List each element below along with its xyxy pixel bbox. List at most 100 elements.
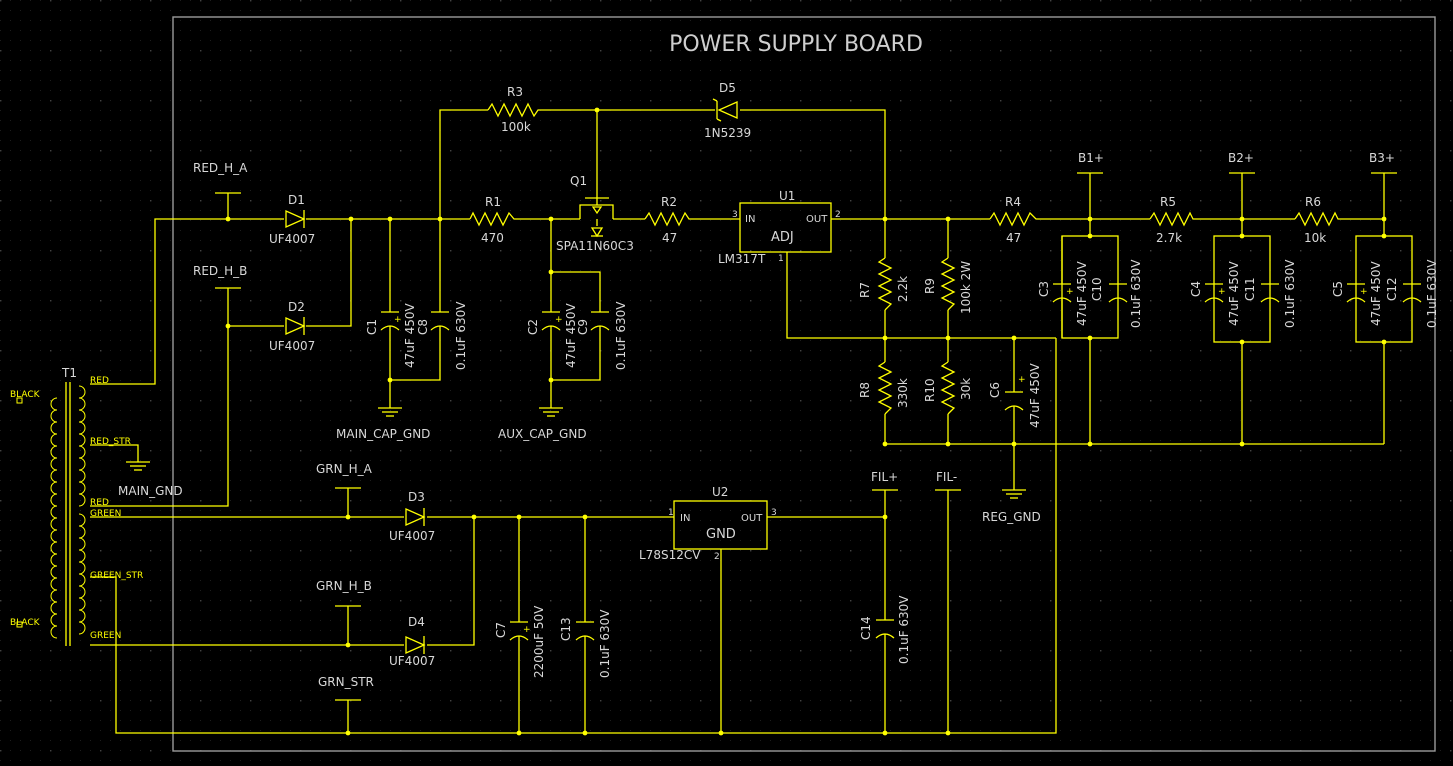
d1-ref: D1 [288, 193, 305, 207]
c2-value: 47uF 450V [564, 303, 578, 368]
regulator-u2[interactable]: IN OUT GND 1 3 2 U2 L78S12CV [639, 485, 777, 562]
ground-main-cap[interactable] [378, 407, 402, 417]
net-b3-plus: B3+ [1369, 151, 1395, 165]
r8-ref: R8 [858, 382, 872, 398]
t1-primary-black-1: BLACK [10, 390, 41, 400]
r9-value: 100k 2W [959, 261, 973, 314]
net-fil-plus: FIL+ [871, 470, 898, 484]
resistor-r10[interactable]: R10 30k [923, 361, 973, 415]
c13-value: 0.1uF 630V [598, 609, 612, 678]
r10-value: 30k [959, 378, 973, 400]
capacitor-c3[interactable]: + C3 47uF 450V [1037, 236, 1089, 338]
d4-value: UF4007 [389, 654, 435, 668]
capacitor-c8[interactable]: C8 0.1uF 630V [416, 301, 468, 370]
capacitor-c2[interactable]: + C2 47uF 450V [526, 303, 578, 368]
c11-ref: C11 [1243, 277, 1257, 301]
d3-value: UF4007 [389, 529, 435, 543]
net-main-cap-gnd: MAIN_CAP_GND [336, 427, 430, 441]
r3-value: 100k [501, 120, 531, 134]
resistor-r1[interactable]: R1 470 [469, 195, 517, 245]
r1-value: 470 [481, 231, 504, 245]
t1-pin-red-str: RED_STR [90, 437, 131, 447]
c5-value: 47uF 450V [1369, 261, 1383, 326]
resistor-r8[interactable]: R8 330k [858, 361, 910, 415]
resistor-r3[interactable]: R3 100k [487, 85, 542, 134]
r4-value: 47 [1006, 231, 1021, 245]
c5-polarity: + [1360, 287, 1368, 297]
c9-value: 0.1uF 630V [614, 301, 628, 370]
r4-ref: R4 [1005, 195, 1021, 209]
ground-aux-cap[interactable] [539, 407, 563, 417]
resistor-r9[interactable]: R9 100k 2W [923, 257, 973, 314]
t1-primary-terminal-2 [16, 621, 23, 628]
diode-d5[interactable]: D5 1N5239 [704, 81, 751, 140]
r6-ref: R6 [1305, 195, 1321, 209]
net-grn-h-b: GRN_H_B [316, 579, 372, 593]
capacitor-c12[interactable]: C12 0.1uF 630V [1385, 259, 1439, 328]
u2-pin-out: 3 [771, 508, 777, 518]
diode-d2[interactable]: D2 UF4007 [269, 300, 315, 353]
resistor-r7[interactable]: R7 2.2k [858, 257, 910, 311]
t1-pin-red-2: RED [90, 498, 109, 508]
resistor-r4[interactable]: R4 47 [989, 195, 1040, 245]
capacitor-c13[interactable]: C13 0.1uF 630V [559, 609, 612, 678]
capacitor-c5[interactable]: + C5 47uF 450V [1331, 261, 1383, 326]
r3-ref: R3 [507, 85, 523, 99]
c7-polarity: + [523, 625, 531, 635]
t1-pin-green-str: GREEN_STR [90, 571, 143, 581]
d2-value: UF4007 [269, 339, 315, 353]
u2-gnd-label: GND [706, 527, 736, 542]
u2-ref: U2 [712, 485, 728, 499]
u2-pin-gnd: 2 [714, 552, 720, 562]
capacitor-c9[interactable]: C9 0.1uF 630V [576, 301, 628, 370]
c5-ref: C5 [1331, 281, 1345, 297]
ground-main[interactable] [126, 461, 150, 471]
capacitor-c14[interactable]: C14 0.1uF 630V [859, 595, 911, 664]
u1-adj-label: ADJ [771, 230, 794, 245]
c2-polarity: + [555, 315, 563, 325]
r6-value: 10k [1304, 231, 1326, 245]
r5-value: 2.7k [1156, 231, 1182, 245]
c10-ref: C10 [1090, 277, 1104, 301]
t1-primary-black-2: BLACK [10, 618, 41, 628]
c4-polarity: + [1218, 287, 1226, 297]
capacitor-c10[interactable]: C10 0.1uF 630V [1090, 259, 1143, 328]
mosfet-q1[interactable]: Q1 SPA11N60C3 [556, 174, 634, 253]
capacitor-c4[interactable]: + C4 47uF 450V [1189, 261, 1241, 326]
diode-d4[interactable]: D4 UF4007 [389, 615, 435, 668]
secondary-winding-red [78, 385, 86, 507]
capacitor-c1[interactable]: + C1 47uF 450V [365, 303, 417, 368]
transformer-t1[interactable]: T1 RED RED_STR RED GREEN GREEN_STR GREEN… [10, 366, 143, 646]
net-reg-gnd: REG_GND [982, 510, 1041, 524]
c7-value: 2200uF 50V [532, 605, 546, 678]
net-main-gnd: MAIN_GND [118, 484, 183, 498]
ground-reg[interactable] [1002, 489, 1026, 499]
u1-in-label: IN [745, 214, 755, 225]
u1-pin-out: 2 [835, 210, 841, 220]
capacitor-c11[interactable]: C11 0.1uF 630V [1243, 259, 1297, 328]
regulator-u1[interactable]: IN OUT ADJ 3 2 1 U1 LM317T [718, 189, 841, 266]
resistor-r2[interactable]: R2 47 [644, 195, 692, 245]
c8-value: 0.1uF 630V [454, 301, 468, 370]
u1-pin-in: 3 [732, 210, 738, 220]
u1-value: LM317T [718, 252, 766, 266]
c1-value: 47uF 450V [403, 303, 417, 368]
diode-d3[interactable]: D3 UF4007 [389, 490, 435, 543]
r7-value: 2.2k [896, 276, 910, 302]
c1-ref: C1 [365, 319, 379, 335]
c2-ref: C2 [526, 319, 540, 335]
net-fil-minus: FIL- [936, 470, 957, 484]
c3-ref: C3 [1037, 281, 1051, 297]
r5-ref: R5 [1160, 195, 1176, 209]
capacitor-c7[interactable]: + C7 2200uF 50V [494, 605, 546, 678]
capacitor-c6[interactable]: + C6 47uF 450V [988, 363, 1042, 428]
net-red-h-a: RED_H_A [193, 161, 248, 175]
c3-polarity: + [1066, 287, 1074, 297]
r1-ref: R1 [485, 195, 501, 209]
resistor-r6[interactable]: R6 10k [1294, 195, 1340, 245]
diode-d1[interactable]: D1 UF4007 [269, 193, 315, 246]
secondary-winding-green [78, 513, 86, 635]
resistor-r5[interactable]: R5 2.7k [1149, 195, 1195, 245]
